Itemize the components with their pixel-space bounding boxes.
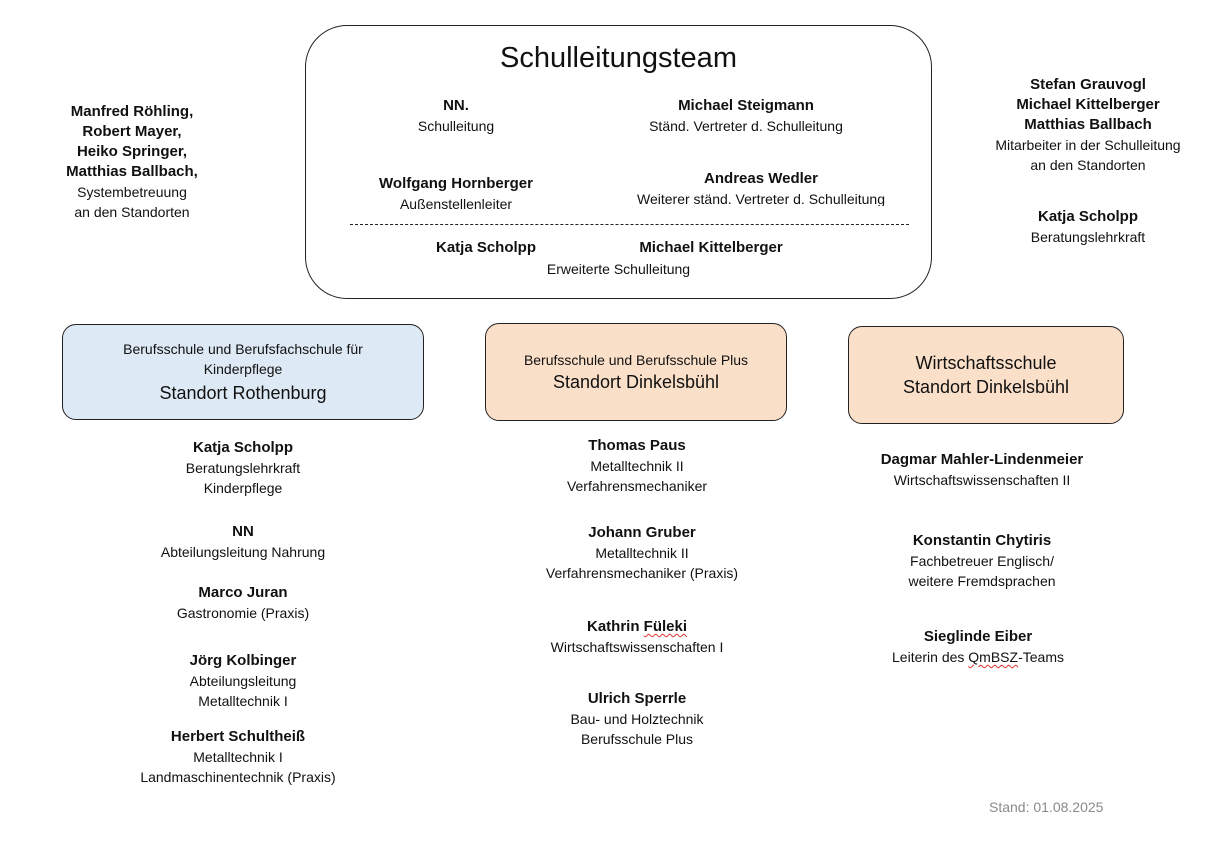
- person-name: Marco Juran: [198, 584, 288, 601]
- staff-entry: NN Abteilungsleitung Nahrung: [93, 522, 393, 562]
- leadership-member: NN. Schulleitung: [356, 96, 556, 136]
- staff-entry: Thomas Paus Metalltechnik II Verfahrensm…: [487, 436, 787, 496]
- person-name: Michael Kittelberger: [1016, 96, 1160, 113]
- role-text: Schulleitung: [417, 118, 495, 134]
- staff-entry: Katja Scholpp Beratungslehrkraft Kinderp…: [93, 438, 393, 498]
- spellcheck-underlined-text: Füleki: [643, 618, 688, 635]
- role-text: Metalltechnik II: [595, 545, 689, 561]
- person-name: Konstantin Chytiris: [912, 532, 1052, 549]
- staff-entry: Johann Gruber Metalltechnik II Verfahren…: [492, 523, 792, 583]
- person-name: Katja Scholpp: [1037, 208, 1138, 225]
- staff-entry: Jörg Kolbinger Abteilungsleitung Metallt…: [93, 651, 393, 711]
- leadership-member: Wolfgang Hornberger Außenstellenleiter: [346, 174, 566, 214]
- person-name: Heiko Springer,: [76, 143, 188, 160]
- role-text: Verfahrensmechaniker (Praxis): [545, 565, 739, 581]
- person-name: Jörg Kolbinger: [189, 652, 297, 669]
- person-name: Wolfgang Hornberger: [379, 175, 533, 192]
- role-text: an den Standorten: [74, 204, 190, 220]
- role-text: Landmaschinentechnik (Praxis): [140, 769, 336, 785]
- staff-entry: Kathrin Füleki Wirtschaftswissenschaften…: [487, 617, 787, 657]
- person-name: Kathrin Füleki: [586, 618, 688, 635]
- role-text: Wirtschaftswissenschaften II: [893, 472, 1071, 488]
- role-text: Metalltechnik I: [198, 693, 288, 709]
- site-box-dinkelsbuehl-berufsschule: Berufsschule und Berufsschule Plus Stand…: [485, 323, 787, 421]
- person-name: NN.: [443, 97, 469, 114]
- staff-entry: Ulrich Sperrle Bau- und Holztechnik Beru…: [487, 689, 787, 749]
- role-text: Abteilungsleitung: [189, 673, 297, 689]
- person-name: Herbert Schultheiß: [170, 728, 306, 745]
- stand-date: Stand: 01.08.2025: [989, 799, 1104, 815]
- person-name: Michael Steigmann: [678, 97, 814, 114]
- role-text: Metalltechnik II: [590, 458, 684, 474]
- leadership-team-box: Schulleitungsteam NN. Schulleitung Micha…: [305, 25, 932, 299]
- role-text: Gastronomie (Praxis): [176, 605, 310, 621]
- role-text: Verfahrensmechaniker: [566, 478, 708, 494]
- person-name: Johann Gruber: [588, 524, 696, 541]
- person-name: Thomas Paus: [588, 437, 686, 454]
- role-text: weitere Fremdsprachen: [908, 573, 1056, 589]
- counselor-block: Katja Scholpp Beratungslehrkraft: [970, 207, 1206, 247]
- person-name: Andreas Wedler: [704, 170, 818, 187]
- person-name: NN: [232, 523, 254, 540]
- person-name: Manfred Röhling,: [70, 103, 194, 120]
- staff-entry: Konstantin Chytiris Fachbetreuer Englisc…: [832, 531, 1132, 591]
- person-name: Dagmar Mahler-Lindenmeier: [880, 451, 1084, 468]
- role-text: Weiterer ständ. Vertreter d. Schulleitun…: [637, 191, 885, 206]
- role-text: Wirtschaftswissenschaften I: [550, 639, 724, 655]
- person-name: Stefan Grauvogl: [1030, 76, 1146, 93]
- school-leadership-staff-block: Stefan Grauvogl Michael Kittelberger Mat…: [970, 75, 1206, 175]
- role-text: Außenstellenleiter: [399, 196, 513, 212]
- role-text: Bau- und Holztechnik: [570, 711, 704, 727]
- role-text: Leiterin des QmBSZ-Teams: [892, 649, 1064, 665]
- person-name: Sieglinde Eiber: [923, 628, 1033, 645]
- person-name: Matthias Ballbach,: [66, 163, 198, 180]
- role-text: Abteilungsleitung Nahrung: [160, 544, 326, 560]
- leadership-member: Michael Steigmann Ständ. Vertreter d. Sc…: [596, 96, 896, 136]
- staff-entry: Marco Juran Gastronomie (Praxis): [93, 583, 393, 623]
- site-box-rothenburg: Berufsschule und Berufsfachschule für Ki…: [62, 324, 424, 420]
- extended-leadership-name: Michael Kittelberger: [639, 239, 783, 256]
- leadership-title: Schulleitungsteam: [500, 42, 737, 74]
- site-box-dinkelsbuehl-wirtschaftsschule: Wirtschaftsschule Standort Dinkelsbühl: [848, 326, 1124, 424]
- role-text: Ständ. Vertreter d. Schulleitung: [649, 118, 843, 134]
- person-name: Matthias Ballbach: [1024, 116, 1152, 133]
- person-name: Robert Mayer,: [82, 123, 182, 140]
- staff-entry: Herbert Schultheiß Metalltechnik I Landm…: [88, 727, 388, 787]
- extended-leadership-role: Erweiterte Schulleitung: [546, 261, 691, 277]
- person-name: Katja Scholpp: [192, 439, 293, 456]
- role-text: Berufsschule Plus: [580, 731, 694, 747]
- role-text: Beratungslehrkraft: [185, 460, 301, 476]
- role-text: Fachbetreuer Englisch/: [910, 553, 1054, 569]
- role-text: Metalltechnik I: [193, 749, 283, 765]
- staff-entry: Sieglinde Eiber Leiterin des QmBSZ-Teams: [828, 627, 1128, 667]
- role-text: Beratungslehrkraft: [1030, 229, 1146, 245]
- leadership-member: Andreas Wedler Weiterer ständ. Vertreter…: [596, 169, 926, 206]
- system-support-block: Manfred Röhling, Robert Mayer, Heiko Spr…: [42, 102, 222, 222]
- role-text: an den Standorten: [1030, 157, 1146, 173]
- person-name: Ulrich Sperrle: [587, 690, 687, 707]
- dashed-divider: [350, 224, 909, 225]
- role-text: Kinderpflege: [203, 480, 283, 496]
- role-text: Mitarbeiter in der Schulleitung: [995, 137, 1181, 153]
- extended-leadership-name: Katja Scholpp: [435, 239, 536, 256]
- staff-entry: Dagmar Mahler-Lindenmeier Wirtschaftswis…: [832, 450, 1132, 490]
- spellcheck-underlined-text: QmBSZ: [968, 649, 1019, 665]
- role-text: Systembetreuung: [77, 184, 187, 200]
